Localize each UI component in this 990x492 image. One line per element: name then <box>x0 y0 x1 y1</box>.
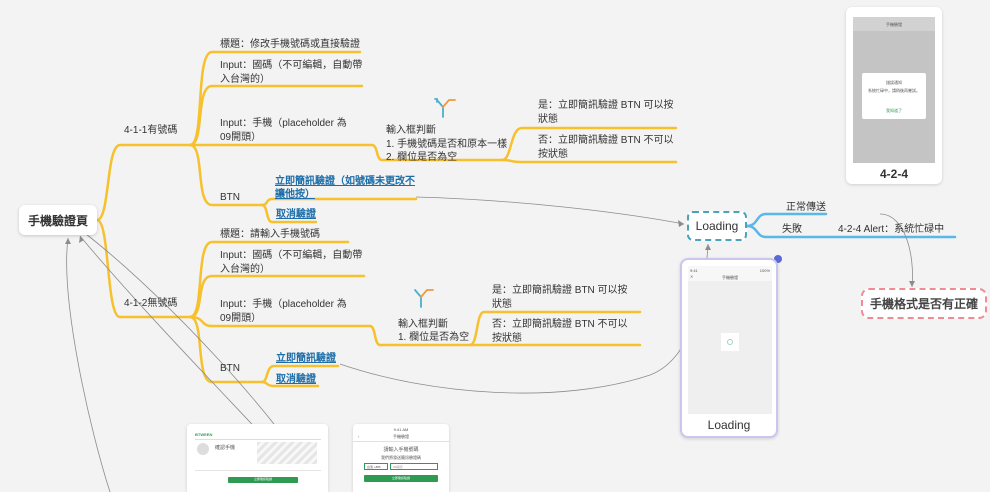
card-loading-battery: 100% <box>759 268 770 273</box>
card-424-modal-text: 系統忙碌中，請稍後再嘗試。 <box>868 88 920 93</box>
thumb-mobile-time: 9:41 AM <box>393 427 409 432</box>
branch2-no[interactable]: 否：立即簡訊驗證 BTN 不可以按狀態 <box>492 319 628 344</box>
thumb-mobile-phone-input[interactable]: 09開頭 <box>390 463 438 470</box>
thumb-web[interactable]: BTWEEN 確認手機 立即簡訊驗證 <box>187 424 328 492</box>
branch1-label[interactable]: 4-1-1有號碼 <box>124 125 178 136</box>
card-424-modal-button: 我知道了 <box>886 108 902 113</box>
branch2-label[interactable]: 4-1-2無號碼 <box>124 298 178 309</box>
spinner-icon <box>721 333 739 351</box>
fork-icon-2 <box>414 289 434 308</box>
branch1-cancel-link[interactable]: 取消驗證 <box>276 209 316 220</box>
branch2-yes[interactable]: 是：立即簡訊驗證 BTN 可以按狀態 <box>492 285 628 310</box>
card-424-caption: 4-2-4 <box>879 167 908 181</box>
fork-icon-1 <box>434 98 456 118</box>
thumb-mobile-title: 手機驗證 <box>393 434 409 439</box>
back-icon[interactable]: ‹ <box>358 434 360 439</box>
branch1-verify-link[interactable]: 立即簡訊驗證（如號碼未更改不讓他按） <box>275 176 415 200</box>
card-loading-caption: Loading <box>707 418 751 432</box>
loading-node[interactable]: Loading <box>687 211 747 241</box>
thumb-web-brand: BTWEEN <box>195 432 213 437</box>
branch2-cancel-link[interactable]: 取消驗證 <box>276 374 316 385</box>
card-424[interactable]: 手機驗證 錯誤通知 系統忙碌中，請稍後再嘗試。 我知道了 4-2-4 <box>846 7 942 184</box>
thumb-mobile-country[interactable]: 台灣 +886 <box>364 463 388 470</box>
card-loading-time: 9:41 <box>690 268 698 273</box>
branch1-judge-1: 1. 手機號碼是否和原本一樣 <box>386 139 508 150</box>
format-check-label: 手機格式是否有正確 <box>869 297 978 311</box>
root-label: 手機驗證頁 <box>27 213 88 228</box>
branch1-yes[interactable]: 是：立即簡訊驗證 BTN 可以按狀態 <box>538 100 674 125</box>
branch1-input-country[interactable]: Input：國碼（不可編輯，自動帶入台灣的） <box>220 60 363 85</box>
thumb-web-button[interactable]: 立即簡訊驗證 <box>228 477 298 483</box>
branch2-verify-link[interactable]: 立即簡訊驗證 <box>276 353 336 364</box>
card-424-modal-title: 錯誤通知 <box>886 80 902 85</box>
branch1-judge-2: 2. 欄位是否為空 <box>386 152 458 163</box>
card-424-screen-title: 手機驗證 <box>886 22 902 27</box>
thumb-mobile[interactable]: 9:41 AM ‹ 手機驗證 請輸入手機號碼 我們將發送簡訊驗證碼 台灣 +88… <box>353 424 449 492</box>
loading-alert-label[interactable]: 4-2-4 Alert：系統忙碌中 <box>838 224 945 235</box>
branch2-title[interactable]: 標題：請輸入手機號碼 <box>220 229 320 240</box>
avatar <box>197 443 209 455</box>
root-node[interactable]: 手機驗證頁 <box>19 205 97 235</box>
card-loading-screen-title: 手機驗證 <box>722 275 738 280</box>
card-loading-screen: 9:41 100% ✕ 手機驗證 <box>688 266 772 414</box>
branch2-input-phone[interactable]: Input：手機（placeholder 為 09開頭） <box>220 299 347 324</box>
card-424-modal: 錯誤通知 系統忙碌中，請稍後再嘗試。 我知道了 <box>862 73 926 119</box>
loading-ok-label[interactable]: 正常傳送 <box>786 202 826 213</box>
branch2-input-country[interactable]: Input：國碼（不可編輯，自動帶入台灣的） <box>220 250 363 275</box>
card-424-screen: 手機驗證 錯誤通知 系統忙碌中，請稍後再嘗試。 我知道了 <box>853 17 935 163</box>
branch2-judge-title[interactable]: 輸入框判斷 <box>398 319 448 330</box>
branch1-title[interactable]: 標題：修改手機號碼或直接驗證 <box>220 39 360 50</box>
branch1-input-phone[interactable]: Input：手機（placeholder 為 09開頭） <box>220 118 347 143</box>
card-loading[interactable]: 9:41 100% ✕ 手機驗證 Loading <box>680 258 778 438</box>
thumb-web-pattern <box>257 442 317 464</box>
loading-node-label: Loading <box>695 219 739 233</box>
branch1-judge-title[interactable]: 輸入框判斷 <box>386 125 436 136</box>
thumb-mobile-sub: 我們將發送簡訊驗證碼 <box>381 455 421 460</box>
branch1-no[interactable]: 否：立即簡訊驗證 BTN 不可以按狀態 <box>538 135 674 160</box>
thumb-mobile-button[interactable]: 立即簡訊驗證 <box>364 475 438 482</box>
thumb-web-title: 確認手機 <box>215 445 236 451</box>
thumb-mobile-heading: 請輸入手機號碼 <box>383 447 419 453</box>
format-check-node[interactable]: 手機格式是否有正確 <box>861 288 987 319</box>
branch1-btn[interactable]: BTN <box>220 192 240 203</box>
branch2-btn[interactable]: BTN <box>220 363 240 374</box>
branch2-judge-1: 1. 欄位是否為空 <box>398 332 470 343</box>
loading-fail-label[interactable]: 失敗 <box>782 224 802 235</box>
close-icon[interactable]: ✕ <box>690 274 694 279</box>
